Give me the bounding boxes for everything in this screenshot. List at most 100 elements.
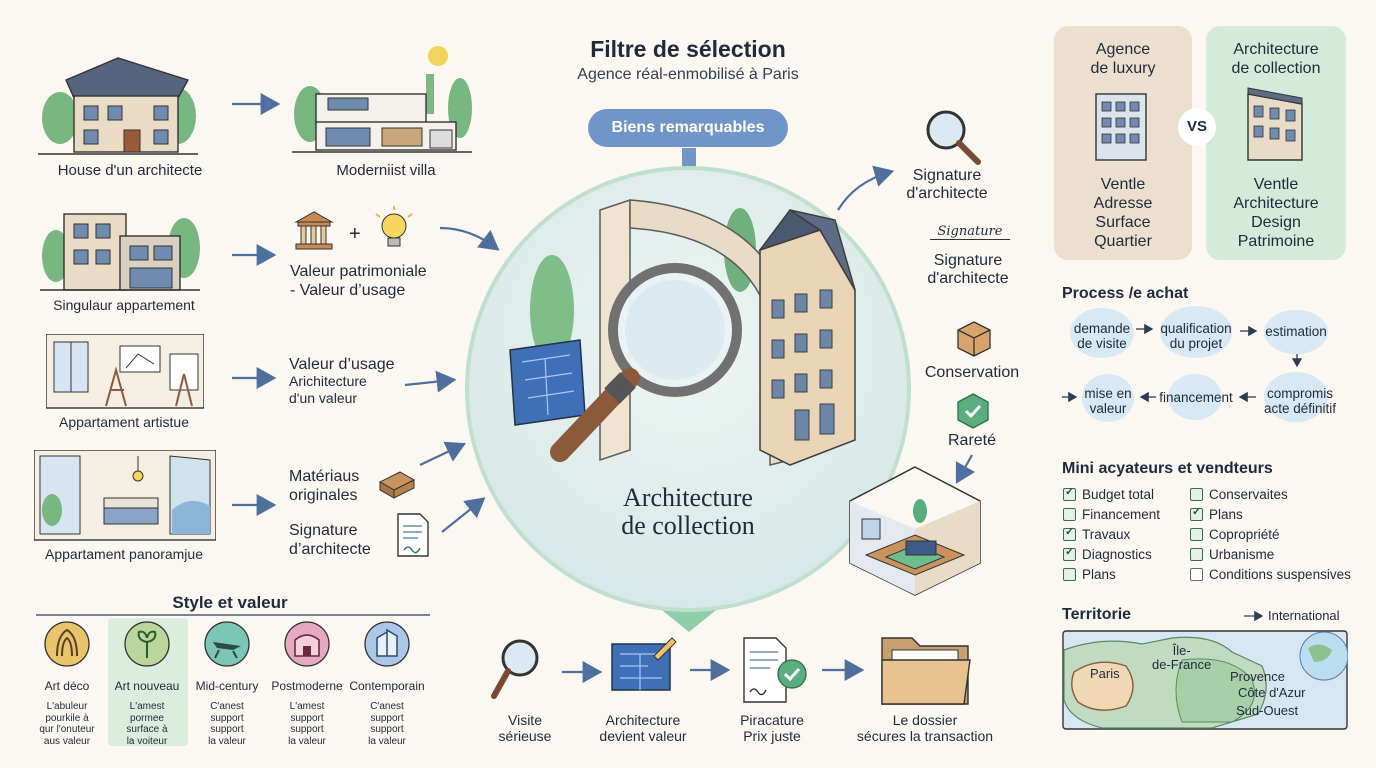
territory-idf: Île- de-France: [1152, 644, 1211, 672]
checklist-item[interactable]: Plans: [1190, 504, 1360, 524]
style-desc: C'anest: [370, 701, 404, 712]
blueprint-icon: [611, 637, 677, 691]
idf-line2: de-France: [1152, 657, 1212, 672]
compare-right-title-1: Architecture: [1233, 41, 1319, 58]
checkbox-empty[interactable]: [1190, 567, 1203, 581]
checklist-item[interactable]: Urbanisme: [1190, 544, 1360, 564]
territory-map: [1062, 630, 1348, 730]
style-desc: L'amest: [289, 701, 325, 712]
style-desc: qur l'onuteur: [39, 724, 95, 735]
checkbox[interactable]: [1190, 547, 1203, 561]
style-desc: C'anest: [210, 701, 244, 712]
wood-planks-icon: [378, 471, 416, 499]
document-icon: [397, 513, 429, 557]
label-signature-2: Signature d'architecte: [908, 252, 1028, 288]
compare-right-line: Architecture: [1233, 195, 1319, 212]
checklist-item[interactable]: Travaux: [1063, 524, 1188, 544]
checklist-left-col: Budget total Financement Travaux Diagnos…: [1063, 484, 1188, 584]
checkbox[interactable]: [1190, 527, 1203, 541]
rarity-hexagon-icon: [957, 393, 989, 429]
artist-apartment-illustration: [46, 334, 204, 409]
style-desc: pourkile à: [45, 712, 89, 724]
checkbox[interactable]: [1063, 567, 1076, 581]
step-line: demande: [1073, 321, 1131, 336]
flow-prix-line2: Prix juste: [743, 728, 801, 744]
folder-icon: [881, 637, 971, 705]
collection-building-icon: [1247, 87, 1303, 161]
step-line: compromis: [1266, 386, 1333, 401]
compare-left-line: Quartier: [1094, 233, 1152, 250]
checkbox-checked[interactable]: [1190, 505, 1203, 521]
process-step-qualification: qualification du projet: [1150, 321, 1242, 351]
label-signature-1: Signature d'architecte: [892, 167, 1002, 203]
checkbox-checked[interactable]: [1063, 545, 1076, 561]
checklist-item[interactable]: Budget total: [1063, 484, 1188, 504]
checklist-title: Mini acyateurs et vendteurs: [1062, 460, 1273, 477]
step-line: qualification: [1160, 321, 1232, 336]
checkbox-checked[interactable]: [1063, 525, 1076, 541]
style-desc: la valeur: [288, 735, 326, 747]
process-bubble: [1070, 308, 1134, 358]
style-desc: la valeur: [208, 735, 246, 747]
materials-line2: originales: [289, 487, 358, 504]
flow-visite-line2: sérieuse: [498, 728, 552, 744]
singular-apartment-illustration: [40, 213, 200, 291]
idf-line1: Île-: [1172, 643, 1191, 658]
step-line: estimation: [1265, 324, 1327, 339]
flow-visite: Visite sérieuse: [470, 712, 580, 744]
compare-right-title-2: de collection: [1231, 60, 1321, 77]
art-nouveau-icon: [124, 621, 170, 667]
process-title: Process /e achat: [1062, 285, 1189, 302]
style-desc: support: [210, 712, 244, 724]
svg-text:+: +: [349, 223, 361, 245]
flow-visite-line1: Visite: [508, 712, 542, 728]
vs-badge: VS: [1178, 108, 1216, 146]
style-desc: L'amest: [129, 701, 165, 712]
materials-line1: Matériaus: [289, 468, 360, 485]
flow-architecture-line1: Architecture: [605, 712, 681, 728]
checklist-item[interactable]: Diagnostics: [1063, 544, 1188, 564]
signature-script: Signature: [930, 224, 1010, 240]
compare-right-title: Architecture de collection: [1206, 40, 1346, 78]
checklist-item[interactable]: Conditions suspensives: [1190, 564, 1360, 584]
process-bubble: [1168, 374, 1222, 420]
patrimonial-line1: Valeur patrimoniale: [290, 263, 427, 280]
checkbox-checked[interactable]: [1063, 485, 1076, 501]
checkbox[interactable]: [1190, 487, 1203, 501]
checklist-item[interactable]: Conservaites: [1190, 484, 1360, 504]
process-bubble: [1264, 310, 1328, 354]
mid-century-chair-icon: [204, 621, 250, 667]
patrimonial-line2: - Valeur d’usage: [290, 282, 406, 299]
compare-right-line: Design: [1251, 214, 1301, 231]
style-desc: la voiteur: [126, 735, 168, 747]
checklist-item[interactable]: Financement: [1063, 504, 1188, 524]
compare-left-title: Agence de luxury: [1054, 40, 1192, 78]
territory-sud-ouest: Sud-Ouest: [1236, 703, 1299, 718]
checklist-item[interactable]: Plans: [1063, 564, 1188, 584]
visit-magnifier-icon: [491, 639, 539, 699]
step-line: de visite: [1077, 336, 1127, 351]
process-step-financement: financement: [1154, 390, 1238, 405]
checkbox[interactable]: [1063, 507, 1076, 521]
signature-1-line1: Signature: [912, 167, 982, 184]
compare-left-line: Surface: [1095, 214, 1151, 231]
checklist-label: Plans: [1082, 566, 1116, 582]
center-label: Architecture de collection: [560, 484, 816, 540]
label-panoramic-apartment: Appartament panoramjue: [45, 546, 203, 562]
territory-provence: Provence: [1230, 669, 1285, 684]
center-label-line2: de collection: [621, 511, 755, 540]
signature-left-line2: d’architecte: [289, 541, 371, 558]
label-signature-left: Signature d’architecte: [289, 521, 399, 559]
checklist-item[interactable]: Copropriété: [1190, 524, 1360, 544]
center-label-line1: Architecture: [623, 483, 753, 512]
checklist-label: Conditions suspensives: [1209, 566, 1351, 582]
compare-right-line: Ventle: [1253, 176, 1299, 193]
checklist-label: Plans: [1209, 506, 1243, 522]
style-desc: support: [210, 724, 244, 735]
label-artist-apartment: Appartament artistue: [59, 414, 189, 430]
luxury-building-icon: [1095, 93, 1147, 161]
style-desc: surface à: [126, 724, 168, 735]
